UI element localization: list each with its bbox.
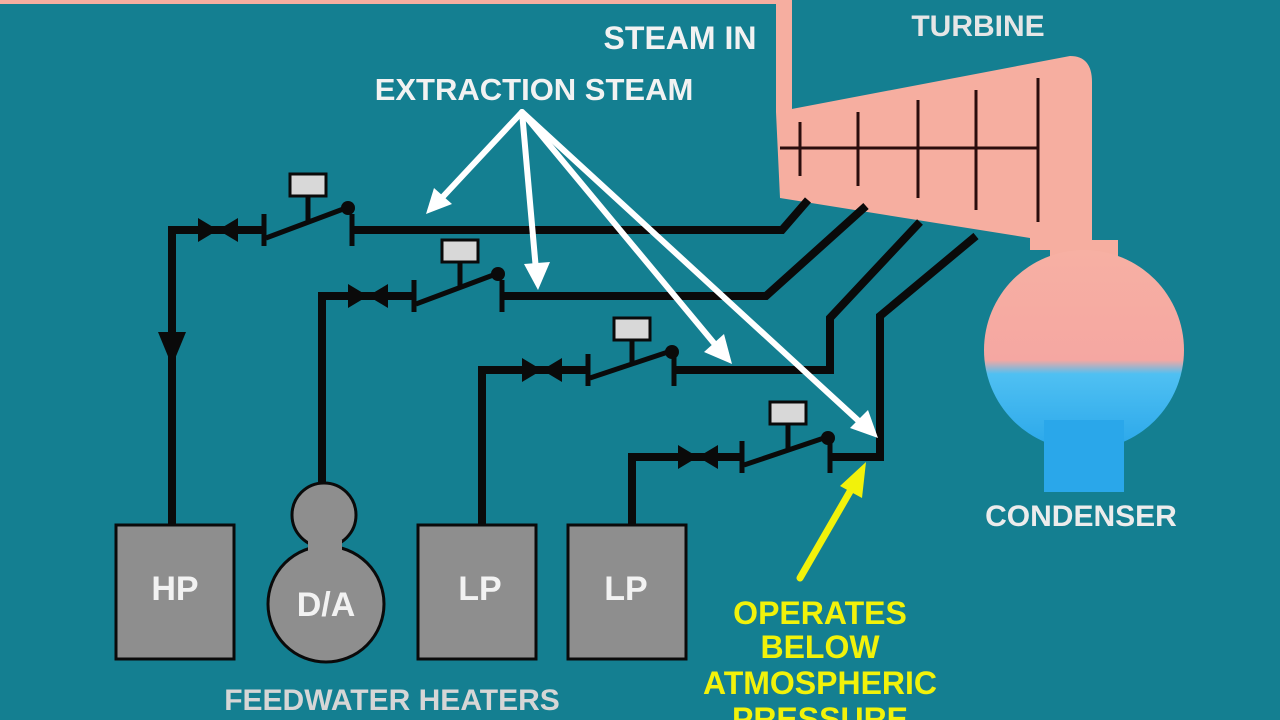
heater-label: D/A — [297, 586, 356, 624]
heater-lp-2: LP — [566, 523, 688, 661]
heater-label: HP — [151, 570, 198, 608]
turbine-blades — [780, 78, 1040, 222]
steam-in-pipe — [776, 0, 792, 112]
top-steam-line — [0, 0, 792, 4]
flow-arrow-icon — [524, 262, 550, 290]
check-valve-icon — [585, 316, 679, 386]
note-line: OPERATES — [733, 595, 907, 631]
turbine-body — [776, 56, 1092, 250]
flow-arrow-icon — [840, 462, 866, 498]
gate-valve-icon — [522, 358, 562, 382]
operates-note: OPERATES BELOW ATMOSPHERIC PRESSURE — [703, 595, 937, 720]
extraction-arrows — [426, 109, 878, 438]
feedwater-heaters-label: FEEDWATER HEATERS — [224, 684, 560, 717]
valve-assembly-3 — [522, 316, 679, 386]
note-line: ATMOSPHERIC — [703, 665, 937, 701]
condenser-label: CONDENSER — [985, 500, 1177, 533]
flow-arrow-icon — [704, 334, 732, 364]
turbine-group — [0, 0, 1092, 250]
gate-valve-icon — [198, 218, 238, 242]
heater-label: LP — [604, 570, 647, 608]
valve-assembly-2 — [348, 238, 505, 312]
valve-assembly-4 — [678, 400, 835, 473]
heater-hp: HP — [114, 523, 236, 661]
heater-da: D/A — [266, 481, 386, 664]
gate-valve-icon — [678, 445, 718, 469]
valve-assembly-1 — [198, 172, 355, 246]
check-valve-icon — [739, 400, 835, 473]
check-valve-icon — [261, 172, 355, 246]
heater-lp-1: LP — [416, 523, 538, 661]
flow-arrow-icon — [426, 188, 452, 214]
note-line: BELOW — [760, 629, 880, 665]
condenser — [984, 240, 1184, 492]
turbine-label: TURBINE — [911, 10, 1044, 43]
note-arrow — [796, 462, 866, 582]
extraction-steam-label: EXTRACTION STEAM — [375, 72, 694, 107]
flow-arrow-icon — [158, 332, 186, 366]
steam-in-label: STEAM IN — [604, 20, 757, 56]
note-line: PRESSURE — [732, 701, 908, 720]
check-valve-icon — [411, 238, 505, 312]
heater-label: LP — [458, 570, 501, 608]
flow-arrow-icon — [850, 410, 878, 438]
gate-valve-icon — [348, 284, 388, 308]
